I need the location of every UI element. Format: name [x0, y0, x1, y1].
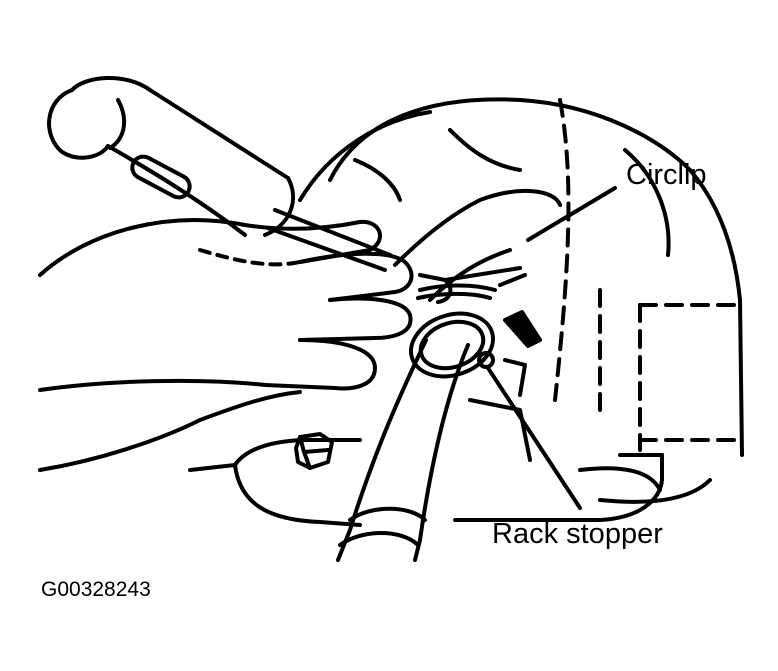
screwdriver-handle: [47, 76, 295, 237]
thumb: [298, 110, 562, 302]
gear-housing: [328, 97, 744, 504]
hand: [38, 218, 453, 472]
circlip-leader-line: [526, 186, 617, 242]
figure-id: G00328243: [41, 578, 151, 601]
rack-stopper-leader-line: [486, 366, 582, 510]
rack-stopper-label: Rack stopper: [492, 518, 663, 550]
mounting-flange: [188, 438, 664, 527]
arrow-icon: [503, 310, 542, 348]
circlip: [416, 266, 527, 300]
circlip-label: Circlip: [626, 159, 707, 191]
rack-bar: [336, 338, 470, 562]
rack-stopper-ring: [408, 311, 496, 379]
bolt-icon: [294, 432, 334, 470]
